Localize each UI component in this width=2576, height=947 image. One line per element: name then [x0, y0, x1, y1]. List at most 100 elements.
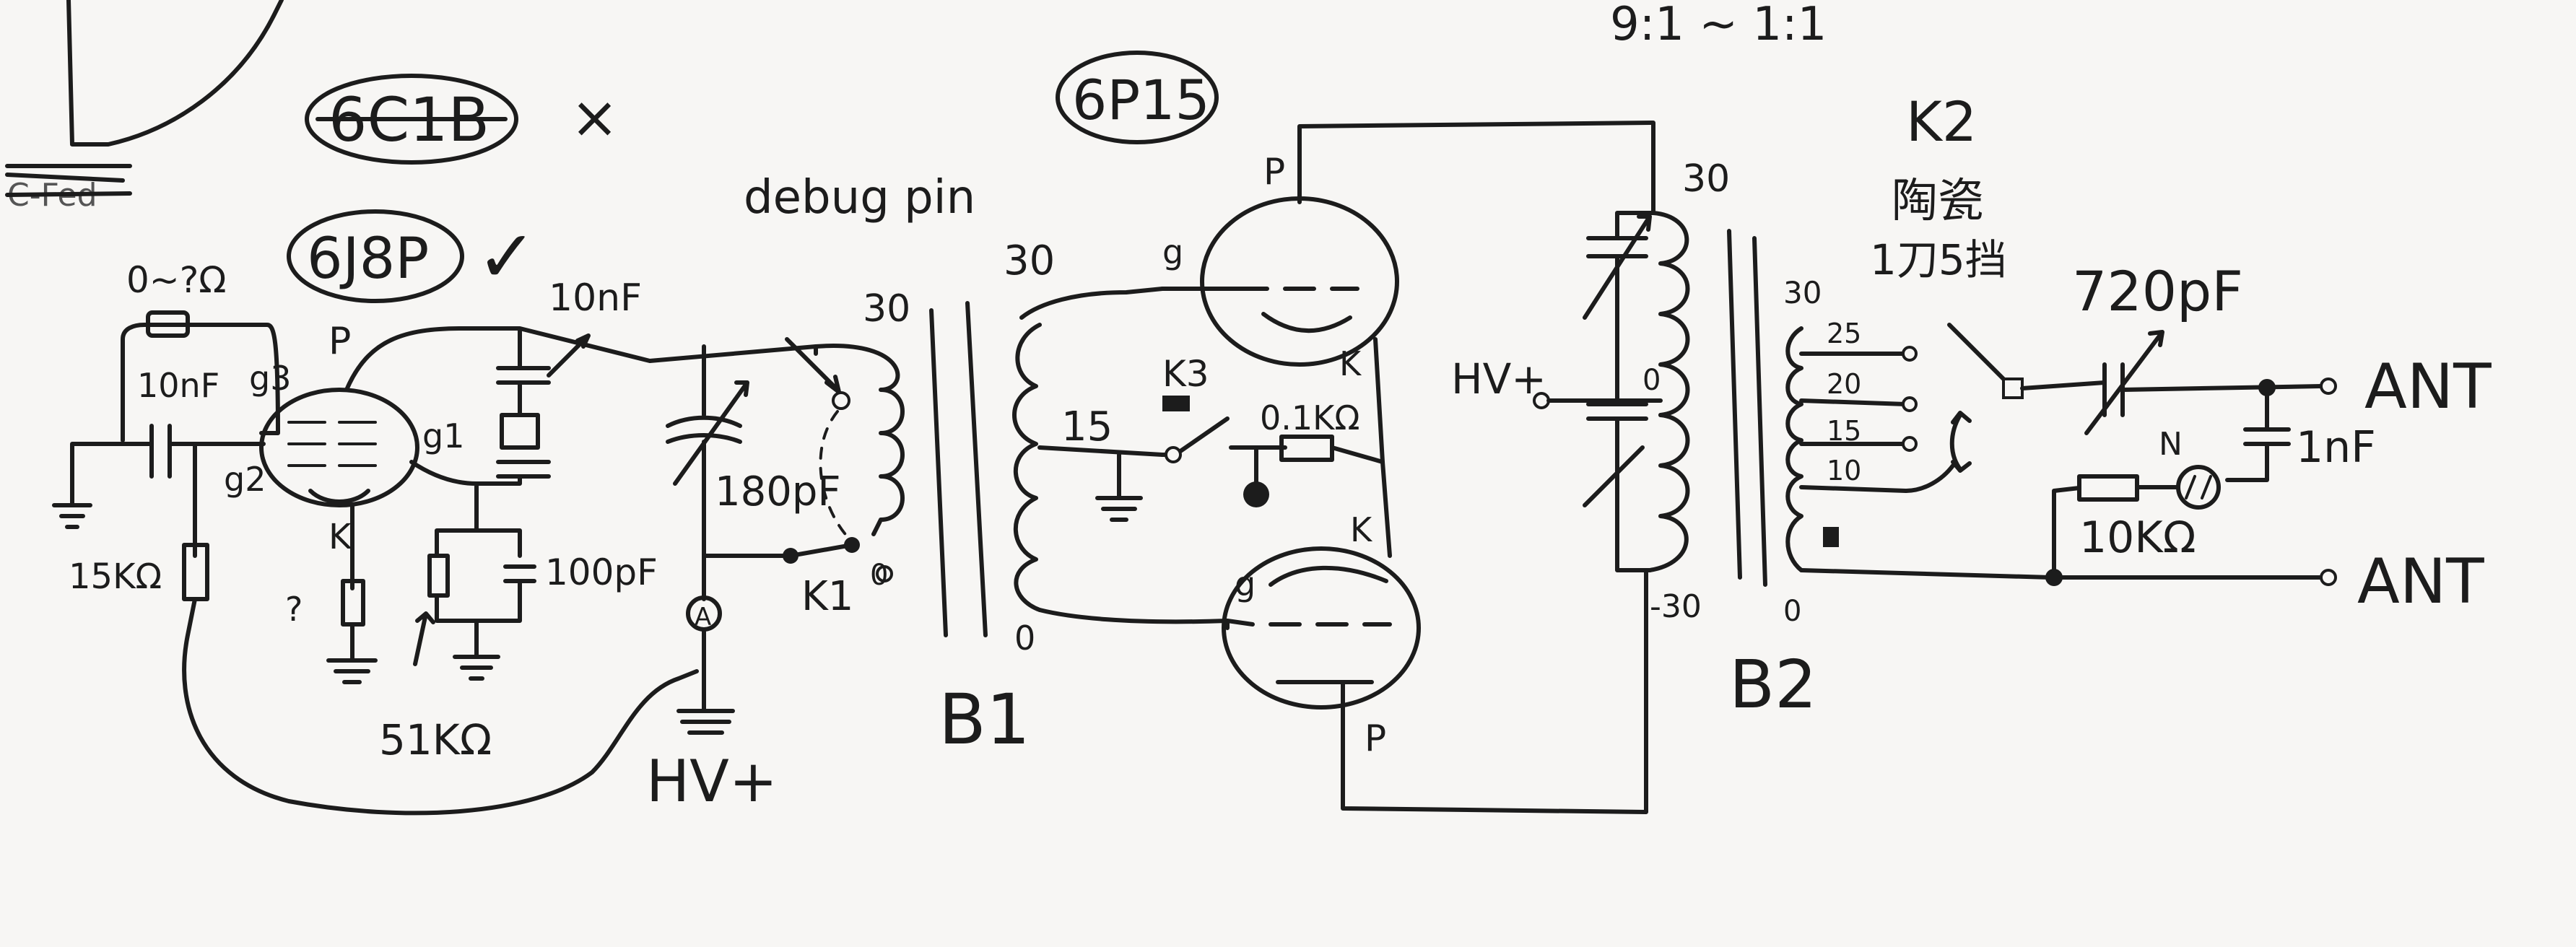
k2-pos-5 [1823, 527, 1839, 547]
junction-bottom [2045, 569, 2063, 586]
power-tube-oval [1056, 51, 1219, 144]
upper-cathode-label: K [1339, 344, 1362, 383]
b2-lower-coil [1648, 413, 1690, 572]
k1-label: K1 [801, 573, 853, 620]
b1-tap-top: 30 [1004, 237, 1055, 284]
k2-pos-2 [1902, 396, 1918, 412]
ground-1 [52, 496, 92, 529]
b2-tap-bottom: -30 [1650, 588, 1702, 625]
b1-tap-bottom: 0 [1014, 619, 1035, 658]
output-resistor-label: 10KΩ [2079, 512, 2196, 563]
leftover-curve: C-Fed [5, 0, 284, 214]
lower-tube-envelope [1222, 546, 1421, 710]
ant-label-top: ANT [2364, 351, 2492, 423]
tank-cap-arrow [673, 380, 749, 486]
debug-dashed [819, 410, 850, 539]
osc-coupling-cap-label: 10nF [137, 366, 219, 405]
oscillator-tube-label: 6J8P [307, 227, 429, 292]
upper-cathode-arc [1261, 312, 1352, 333]
b2-upper-coil [1651, 211, 1690, 417]
ground-3 [435, 579, 522, 681]
lower-plate-wire [1341, 568, 1648, 814]
b1-tap-mid: 15 [1061, 403, 1113, 450]
oscillator-tube-oval [287, 209, 464, 303]
b1-label: B1 [939, 679, 1030, 760]
g3-label: g3 [249, 359, 291, 398]
upper-tube-envelope [1200, 196, 1399, 367]
k2-rotation-arrow [1949, 411, 1972, 473]
debug-pin [832, 391, 850, 410]
grid-leak-label: 0~?Ω [126, 259, 226, 301]
g1-label: g1 [422, 416, 464, 455]
k2-pos-1 [1902, 346, 1918, 362]
transformer-b1: B1 30 15 0 g g [929, 232, 1256, 760]
lower-cathode-arc [1269, 565, 1388, 587]
tank-coil-top-label: 30 [863, 287, 910, 331]
crystal-body [500, 380, 540, 450]
bias-cap-label: 100pF [545, 551, 658, 593]
b2-sec-tap-20: 20 [1827, 368, 1861, 400]
rejected-tube-oval [305, 74, 518, 165]
osc-plate-label: P [328, 320, 351, 363]
k2-pos-3 [1902, 436, 1918, 452]
check-mark: ✓ [477, 214, 537, 299]
b2-sec-tap-0: 0 [1783, 595, 1801, 628]
ground-2 [326, 622, 378, 684]
lower-cathode-label: K [1350, 510, 1373, 549]
b2-lower-var-cap-arrow [1583, 445, 1645, 507]
b2-sec-tap-30: 30 [1783, 275, 1822, 310]
k3-contact [1165, 446, 1182, 463]
cathode-resistor-015 [1279, 435, 1334, 462]
debug-arrow [785, 337, 840, 392]
plate-cap-label: 10nF [549, 276, 642, 320]
tank-variable-cap [666, 415, 742, 444]
b2-core [1727, 229, 1767, 587]
neon-lamp [2176, 465, 2221, 510]
b2-sec-tap-15: 15 [1827, 415, 1861, 447]
plate-cap-arrow [547, 333, 591, 378]
k2-note-1: 陶瓷 [1892, 175, 1984, 228]
k2-label: K2 [1906, 90, 1977, 154]
debug-pin-label: debug pin [744, 171, 975, 224]
b2-label: B2 [1729, 646, 1817, 723]
shunt-cap-label: 1nF [2296, 422, 2376, 473]
upper-plate-label: P [1263, 151, 1285, 193]
neon-label: N [2159, 426, 2183, 463]
k1-contact-2 [844, 537, 860, 553]
bias-resistor [427, 554, 450, 598]
cathode-question: ? [285, 590, 303, 629]
k1-contact-1 [783, 548, 799, 564]
plate-cap-lower [496, 460, 551, 479]
b1-core [929, 301, 988, 637]
power-tube-label: 6P15 [1072, 68, 1210, 132]
b2-hv-label: HV+ [1451, 354, 1546, 403]
output-stage: K2 陶瓷 1刀5挡 30 25 20 15 10 0 720pF 1nF [1783, 90, 2492, 628]
ant-terminal-top[interactable] [2320, 378, 2337, 395]
series-cap-label: 720pF [2072, 259, 2243, 323]
power-stage: P K K P K3 0.1KΩ [1160, 121, 1655, 814]
k1-zero-label: 0 [870, 559, 888, 592]
b2-upper-var-cap-arrow [1583, 214, 1652, 320]
output-resistor [2077, 474, 2139, 502]
k1-contact-off [876, 565, 893, 582]
screen-resistor-label: 15KΩ [69, 557, 162, 597]
bias-resistor-label: 51KΩ [379, 715, 492, 764]
ratio-label: 9:1 ~ 1:1 [1610, 0, 1827, 51]
k2-common [2002, 378, 2024, 399]
power-cathode-resistor-label: 0.1KΩ [1260, 398, 1359, 437]
ant-label-bottom: ANT [2357, 546, 2484, 618]
upper-plate-wire [1297, 121, 1655, 215]
k3-common-node [1243, 481, 1269, 507]
osc-coupling-cap [149, 424, 172, 479]
b2-tap-center: 0 [1642, 364, 1661, 397]
hv-node-scribble [676, 709, 735, 735]
osc-hv-label: HV+ [646, 748, 778, 815]
k2-pos-4-wire [1904, 463, 1955, 493]
ant-terminal-bottom[interactable] [2320, 569, 2337, 586]
k2-wiper [1947, 323, 2009, 385]
series-cap-arrow [2084, 330, 2164, 435]
transformer-b2: 30 0 -30 HV+ B2 [1451, 157, 1817, 723]
rejected-mark: × [570, 84, 619, 151]
plate-cap-upper [496, 366, 551, 385]
